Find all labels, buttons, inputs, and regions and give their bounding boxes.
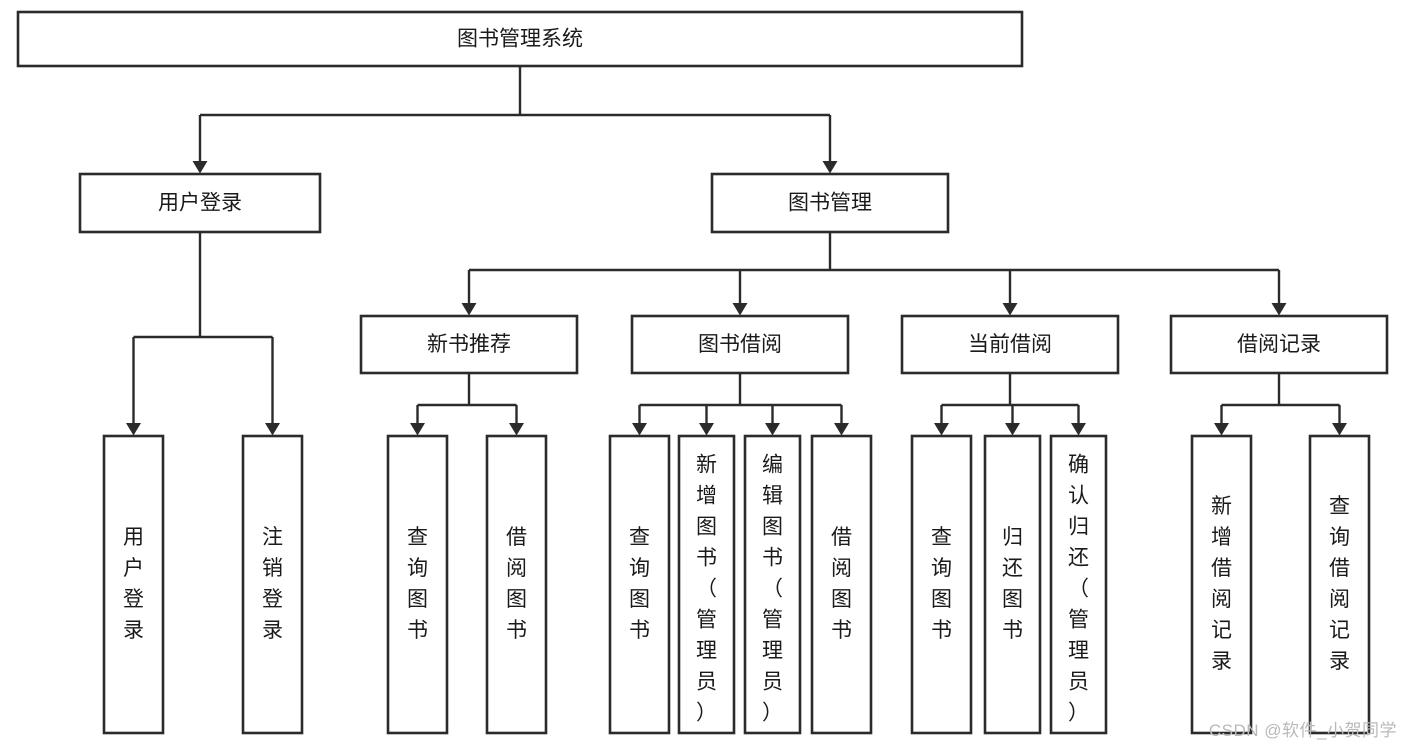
node-root[interactable]: 图书管理系统 (16, 10, 1024, 68)
node-leaf-borrow-book-recommend[interactable]: 借阅图书 (485, 434, 548, 735)
node-book-borrow[interactable]: 图书借阅 (630, 314, 850, 375)
node-leaf-add-borrow-record[interactable]: 新增借阅记录 (1190, 434, 1253, 735)
node-label: 注销登录 (262, 526, 283, 642)
node-label: 用户登录 (158, 192, 242, 215)
node-label: 查询图书 (629, 526, 650, 642)
node-leaf-confirm-return[interactable]: 确认归还（管理员） (1049, 434, 1108, 735)
node-leaf-edit-book[interactable]: 编辑图书（管理员） (743, 434, 802, 735)
node-label: 归还图书 (1002, 526, 1023, 642)
node-label: 查询图书 (407, 526, 428, 642)
node-label: 借阅图书 (831, 526, 852, 642)
node-leaf-query-borrow-record[interactable]: 查询借阅记录 (1308, 434, 1371, 735)
node-layer: 图书管理系统用户登录图书管理新书推荐图书借阅当前借阅借阅记录用户登录注销登录查询… (16, 10, 1389, 735)
node-leaf-add-book[interactable]: 新增图书（管理员） (677, 434, 736, 735)
node-label: 用户登录 (123, 526, 144, 642)
connector-layer (126, 66, 1347, 436)
node-borrow-record[interactable]: 借阅记录 (1169, 314, 1389, 375)
connector-borrow-record (1214, 373, 1347, 436)
node-label: 确认归还（管理员） (1068, 454, 1089, 725)
connector-book-manage (461, 232, 1287, 316)
node-label: 编辑图书（管理员） (762, 454, 783, 725)
node-label: 新增借阅记录 (1211, 495, 1232, 673)
connector-book-borrow (632, 373, 849, 436)
node-label: 借阅图书 (506, 526, 527, 642)
csdn-watermark: CSDN @软件_小贺同学 (1208, 721, 1397, 740)
node-label: 图书借阅 (698, 333, 782, 356)
node-leaf-return-book[interactable]: 归还图书 (983, 434, 1042, 735)
node-label: 新书推荐 (427, 333, 511, 356)
connector-user-login (126, 232, 280, 436)
connector-root (192, 66, 838, 174)
node-new-book-recommend[interactable]: 新书推荐 (359, 314, 579, 375)
connector-current-borrow (934, 373, 1086, 436)
node-current-borrow[interactable]: 当前借阅 (900, 314, 1120, 375)
node-label: 查询借阅记录 (1329, 495, 1350, 673)
node-user-login[interactable]: 用户登录 (78, 172, 322, 234)
node-book-manage[interactable]: 图书管理 (710, 172, 950, 234)
node-label: 新增图书（管理员） (696, 454, 717, 725)
node-leaf-borrow-book[interactable]: 借阅图书 (810, 434, 873, 735)
node-label: 当前借阅 (968, 333, 1052, 356)
node-leaf-query-book-borrow[interactable]: 查询图书 (608, 434, 671, 735)
connector-new-book-recommend (410, 373, 524, 436)
node-label: 查询图书 (931, 526, 952, 642)
node-leaf-user-login[interactable]: 用户登录 (102, 434, 165, 735)
node-leaf-user-logout[interactable]: 注销登录 (241, 434, 304, 735)
node-leaf-query-book-current[interactable]: 查询图书 (910, 434, 973, 735)
node-label: 借阅记录 (1237, 333, 1321, 356)
node-label: 图书管理 (788, 192, 872, 215)
node-label: 图书管理系统 (457, 28, 583, 51)
node-leaf-query-book-recommend[interactable]: 查询图书 (386, 434, 449, 735)
